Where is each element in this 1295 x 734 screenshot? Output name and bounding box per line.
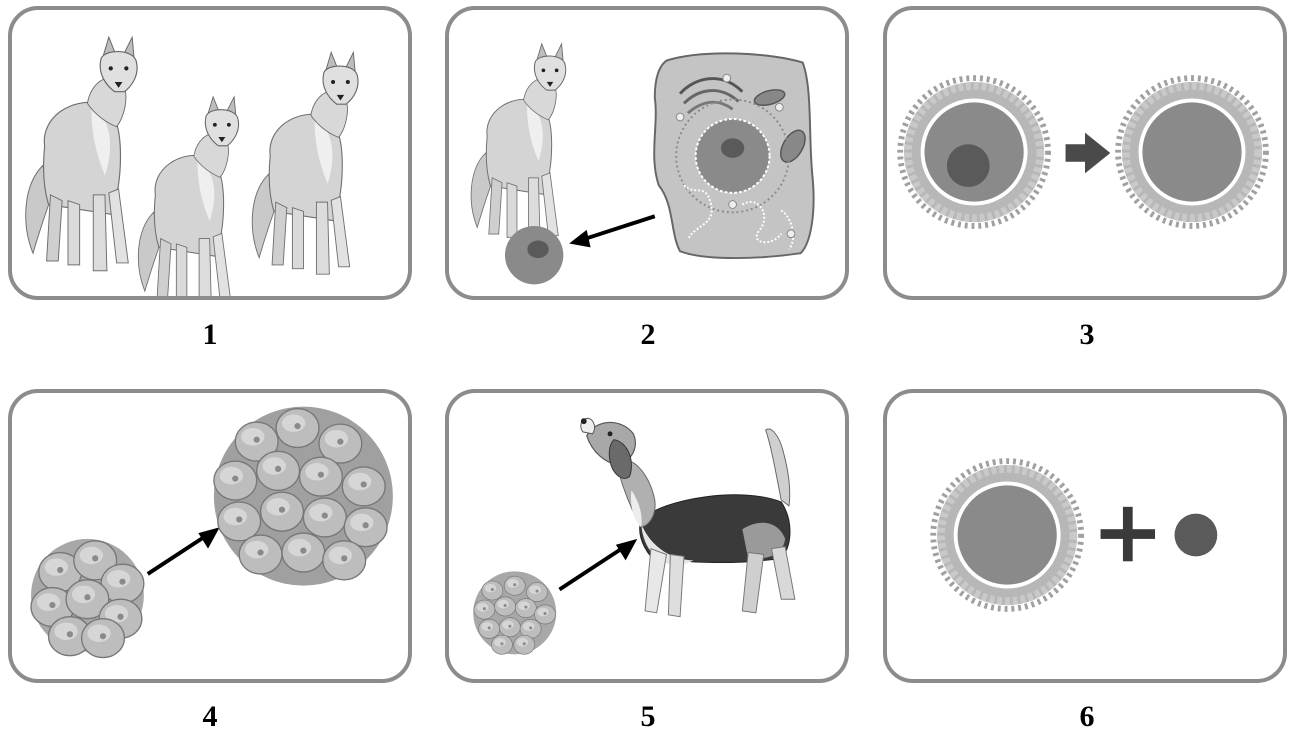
panel-number-1: 1 <box>180 318 240 352</box>
panel-number-6: 6 <box>1057 700 1117 734</box>
panel-4-embryo-growth <box>8 389 412 683</box>
wolf-icon <box>471 44 566 242</box>
plus-icon <box>1101 507 1155 561</box>
wolf-icon <box>26 37 137 270</box>
nucleus-icon <box>1174 514 1217 557</box>
egg-cell-icon <box>1118 78 1266 226</box>
embryo-to-dog-illustration <box>449 393 845 679</box>
arrow-icon <box>559 539 637 590</box>
somatic-cell-illustration <box>449 10 845 296</box>
embryo-growth-illustration <box>12 393 408 679</box>
panel-1-wolves <box>8 6 412 300</box>
wolves-illustration <box>12 10 408 296</box>
embryo-icon <box>473 571 556 654</box>
panel-number-5: 5 <box>618 700 678 734</box>
embryo-icon <box>214 407 393 586</box>
panel-5-embryo-to-dog <box>445 389 849 683</box>
wolf-icon <box>252 52 358 274</box>
wolf-icon <box>138 97 238 296</box>
panel-6-egg-plus-nucleus <box>883 389 1287 683</box>
dog-icon <box>581 418 795 616</box>
enucleation-illustration <box>887 10 1283 296</box>
egg-cell-icon <box>933 461 1081 609</box>
arrow-icon <box>148 527 220 574</box>
egg-cell-icon <box>900 78 1048 226</box>
panel-number-3: 3 <box>1057 318 1117 352</box>
extracted-nucleus-icon <box>505 226 563 284</box>
egg-plus-nucleus-illustration <box>887 393 1283 679</box>
arrow-icon <box>569 216 655 247</box>
panel-number-2: 2 <box>618 318 678 352</box>
arrow-icon <box>1066 133 1111 174</box>
embryo-icon <box>31 539 144 658</box>
animal-cell-icon <box>654 53 813 258</box>
panel-3-enucleation <box>883 6 1287 300</box>
panel-number-4: 4 <box>180 700 240 734</box>
panel-2-somatic-cell <box>445 6 849 300</box>
